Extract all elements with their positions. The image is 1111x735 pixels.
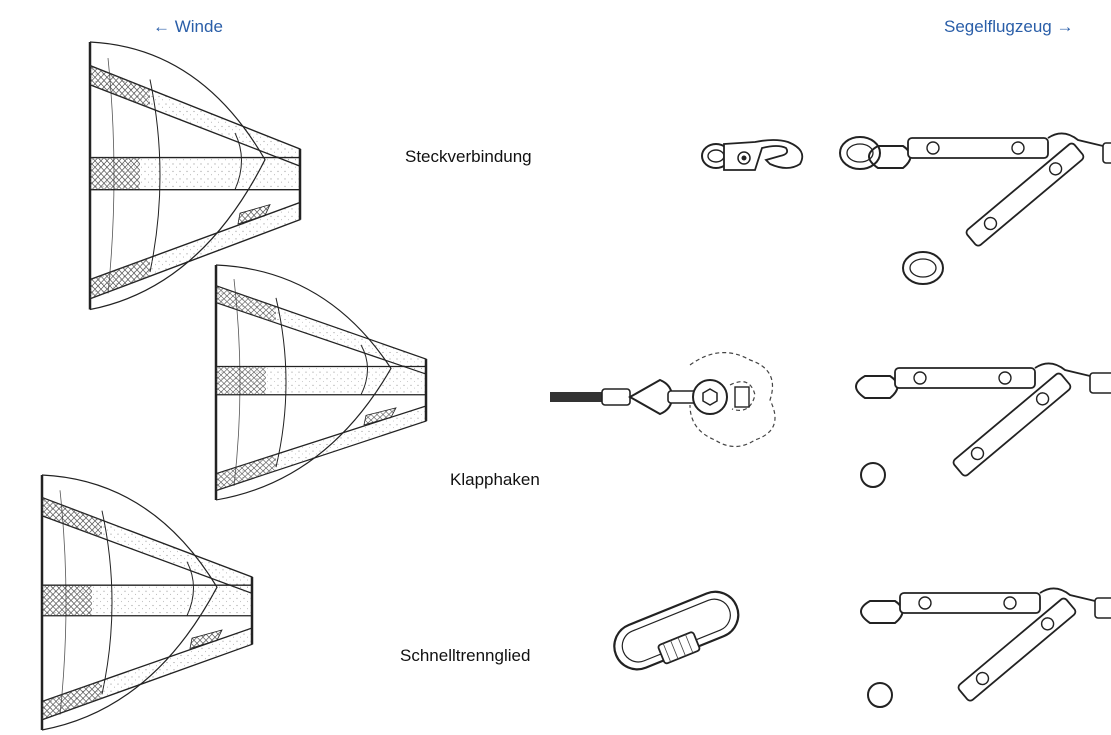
release-hook-illustration bbox=[550, 351, 776, 448]
tow-bridle-illustration-3 bbox=[860, 587, 1111, 708]
tow-bridle-illustration-1 bbox=[839, 132, 1111, 285]
quick-link-label: Schnelltrennglied bbox=[400, 646, 531, 665]
glider-direction-label: Segelflugzeug → bbox=[944, 17, 1074, 36]
plug-connection-label: Steckverbindung bbox=[405, 147, 532, 166]
cable-drum-illustration-2 bbox=[204, 263, 473, 502]
cable-drum-illustration-3 bbox=[30, 473, 299, 732]
hook-label: Klapphaken bbox=[450, 470, 540, 489]
winch-direction-label: ← Winde bbox=[153, 17, 223, 36]
tow-bridle-illustration-2 bbox=[855, 362, 1111, 488]
quick-link-illustration bbox=[613, 590, 740, 671]
plug-hook-illustration bbox=[701, 139, 804, 171]
